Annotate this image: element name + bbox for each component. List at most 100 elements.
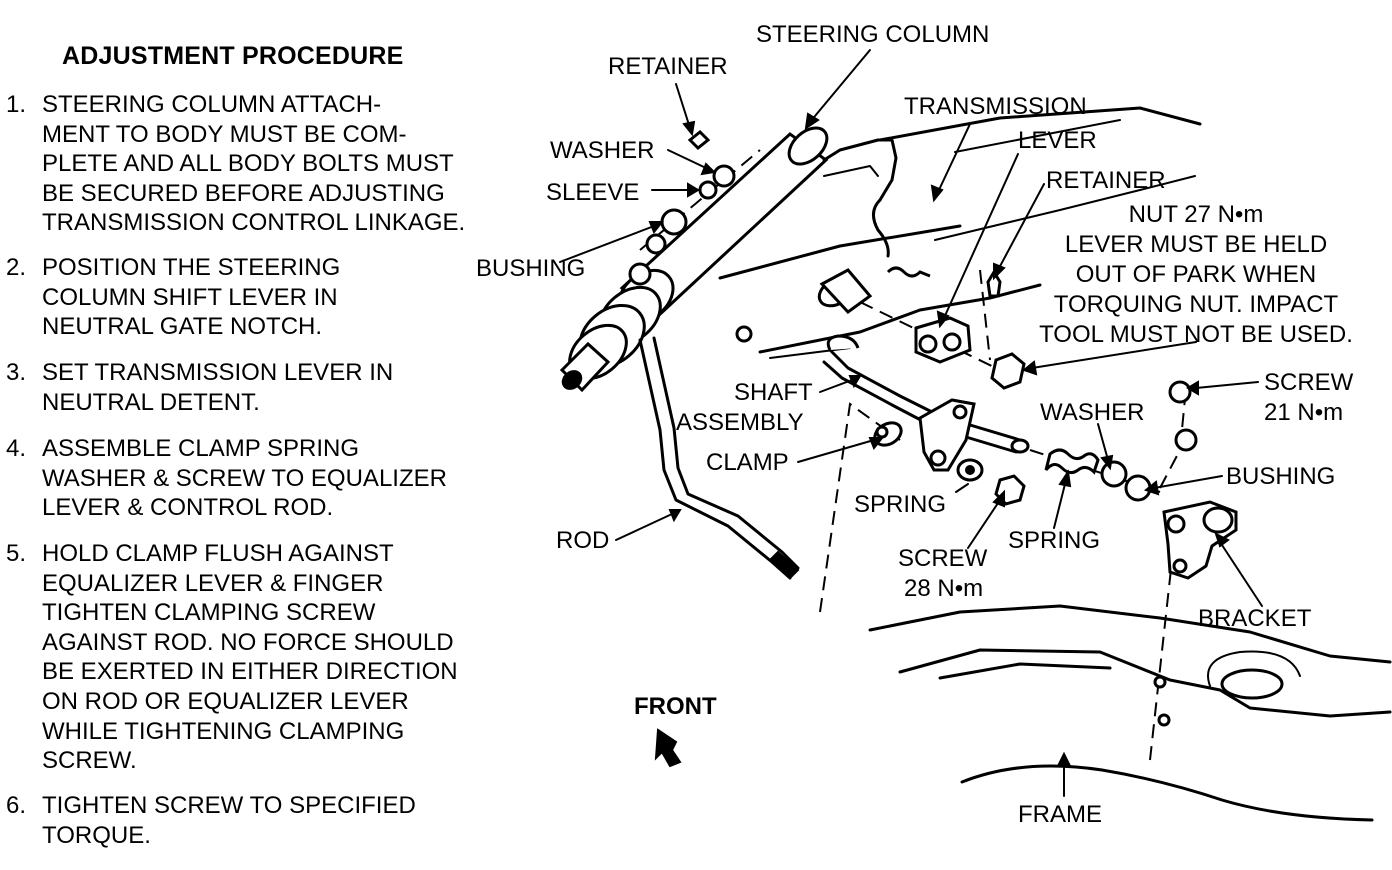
clamp-hole — [875, 425, 889, 439]
housing-top-edge — [878, 106, 1202, 142]
arrowhead — [1143, 480, 1160, 496]
label-transmission: TRANSMISSION — [904, 93, 1087, 120]
step-number: 6. — [6, 792, 27, 819]
leader-retainer — [675, 83, 691, 129]
step-line: TRANSMISSION CONTROL LINKAGE. — [42, 209, 466, 237]
label-screw-21-torque: 21 N•m — [1264, 399, 1343, 426]
step-line: BE SECURED BEFORE ADJUSTING — [42, 179, 445, 207]
procedure-title: ADJUSTMENT PROCEDURE — [62, 42, 404, 70]
step-line: SET TRANSMISSION LEVER IN — [42, 359, 394, 386]
step-text: TIGHTEN SCREW TO SPECIFIED TORQUE. — [42, 791, 536, 850]
arrowhead — [687, 182, 700, 198]
lever-hole — [942, 332, 962, 352]
diagram-labels: STEERING COLUMN RETAINER WASHER SLEEVE B… — [476, 21, 1354, 828]
frame-mount — [1153, 675, 1167, 689]
step-line: PLETE AND ALL BODY BOLTS MUST — [42, 150, 454, 178]
arrowhead — [848, 375, 862, 389]
column-stub-end — [561, 370, 583, 390]
frame-inner-edge — [938, 662, 1112, 680]
step-line: AGAINST ROD. NO FORCE SHOULD — [42, 628, 454, 656]
label-retainer-right: RETAINER — [1046, 167, 1166, 194]
label-screw-28: SCREW — [898, 545, 988, 572]
washer-part — [1100, 460, 1128, 488]
step-text: STEERING COLUMN ATTACH- MENT TO BODY MUS… — [42, 90, 536, 238]
label-lever: LEVER — [1018, 127, 1097, 154]
label-frame: FRAME — [1018, 801, 1102, 828]
leader-shaft — [819, 379, 853, 393]
label-retainer: RETAINER — [608, 53, 728, 80]
label-bracket: BRACKET — [1198, 605, 1312, 632]
step-text: ASSEMBLE CLAMP SPRING WASHER & SCREW TO … — [42, 434, 536, 523]
label-nut-note: LEVER MUST BE HELD — [1065, 231, 1327, 258]
step-line: WHILE TIGHTENING CLAMPING — [42, 717, 405, 745]
label-screw-28-torque: 28 N•m — [904, 575, 983, 602]
arrowhead — [1186, 380, 1199, 396]
label-washer-right: WASHER — [1040, 399, 1144, 426]
frame-mount — [1157, 713, 1171, 727]
label-bushing: BUSHING — [476, 255, 585, 282]
frame — [868, 604, 1392, 822]
leader-screw-21 — [1195, 381, 1259, 389]
washer-part — [712, 164, 736, 188]
label-assembly: ASSEMBLY — [676, 409, 804, 436]
leader-screw-28 — [967, 499, 1001, 549]
screw-21-head — [1168, 380, 1192, 404]
bushing-part — [660, 208, 688, 236]
label-washer: WASHER — [550, 137, 654, 164]
frame-lower-edge — [960, 764, 1374, 822]
arrowhead — [1056, 751, 1072, 767]
leader-retainer-right — [997, 183, 1045, 271]
spring-center — [965, 465, 975, 475]
step-line: NEUTRAL DETENT. — [42, 388, 260, 416]
label-rod: ROD — [556, 527, 609, 554]
shaft-collar — [819, 268, 873, 314]
bracket-hole — [1172, 558, 1188, 574]
frame-hole — [1220, 668, 1284, 700]
control-rod — [638, 336, 800, 580]
transmission-lever — [914, 269, 1026, 390]
upper-hardware-stack — [639, 129, 761, 255]
leader-steering-column — [809, 49, 871, 123]
column-arm-edge — [823, 165, 879, 177]
leader-bushing — [559, 225, 655, 263]
step-line: STEERING COLUMN ATTACH- — [42, 91, 382, 118]
housing-bottom-edge — [758, 283, 1042, 354]
leader-spring-right — [1053, 479, 1067, 529]
leader-clamp — [797, 439, 875, 463]
frame-hole-boss — [1207, 650, 1301, 687]
step-number: 1. — [6, 91, 27, 118]
lower-hardware-stack — [956, 380, 1198, 506]
arrowhead — [930, 184, 944, 203]
step-number: 4. — [6, 435, 27, 462]
leader-bushing-right — [1153, 475, 1223, 489]
housing-line — [954, 119, 1121, 153]
shaft-assembly — [817, 268, 1030, 472]
step-number: 2. — [6, 254, 27, 281]
leader-transmission — [937, 123, 971, 193]
label-nut-note: OUT OF PARK WHEN — [1076, 261, 1316, 288]
column-arm — [822, 138, 898, 202]
step-line: ON ROD OR EQUALIZER LEVER — [42, 687, 409, 715]
leader-rod — [615, 513, 673, 541]
retainer-clip — [687, 129, 711, 151]
step-line: EQUALIZER LEVER & FINGER — [42, 569, 384, 597]
arrowhead — [804, 112, 820, 131]
label-clamp: CLAMP — [706, 449, 789, 476]
frame-middle-edge — [898, 648, 1392, 718]
screw-21-base — [1174, 428, 1198, 452]
label-nut-note: TORQUING NUT. IMPACT — [1054, 291, 1339, 318]
step-number: 5. — [6, 540, 27, 567]
equalizer-pivot — [952, 404, 968, 420]
housing-line — [769, 347, 851, 359]
lever-nut — [990, 352, 1026, 390]
equalizer-hole — [929, 449, 947, 467]
label-spring-right: SPRING — [1008, 527, 1100, 554]
arrowhead — [682, 120, 696, 137]
step-text: SET TRANSMISSION LEVER IN NEUTRAL DETENT… — [42, 358, 536, 417]
bushing-part — [1124, 474, 1152, 502]
arrowhead — [668, 509, 682, 523]
label-screw-21: SCREW — [1264, 369, 1354, 396]
step-line: ASSEMBLE CLAMP SPRING — [42, 435, 359, 462]
step-line: POSITION THE STEERING — [42, 254, 341, 281]
